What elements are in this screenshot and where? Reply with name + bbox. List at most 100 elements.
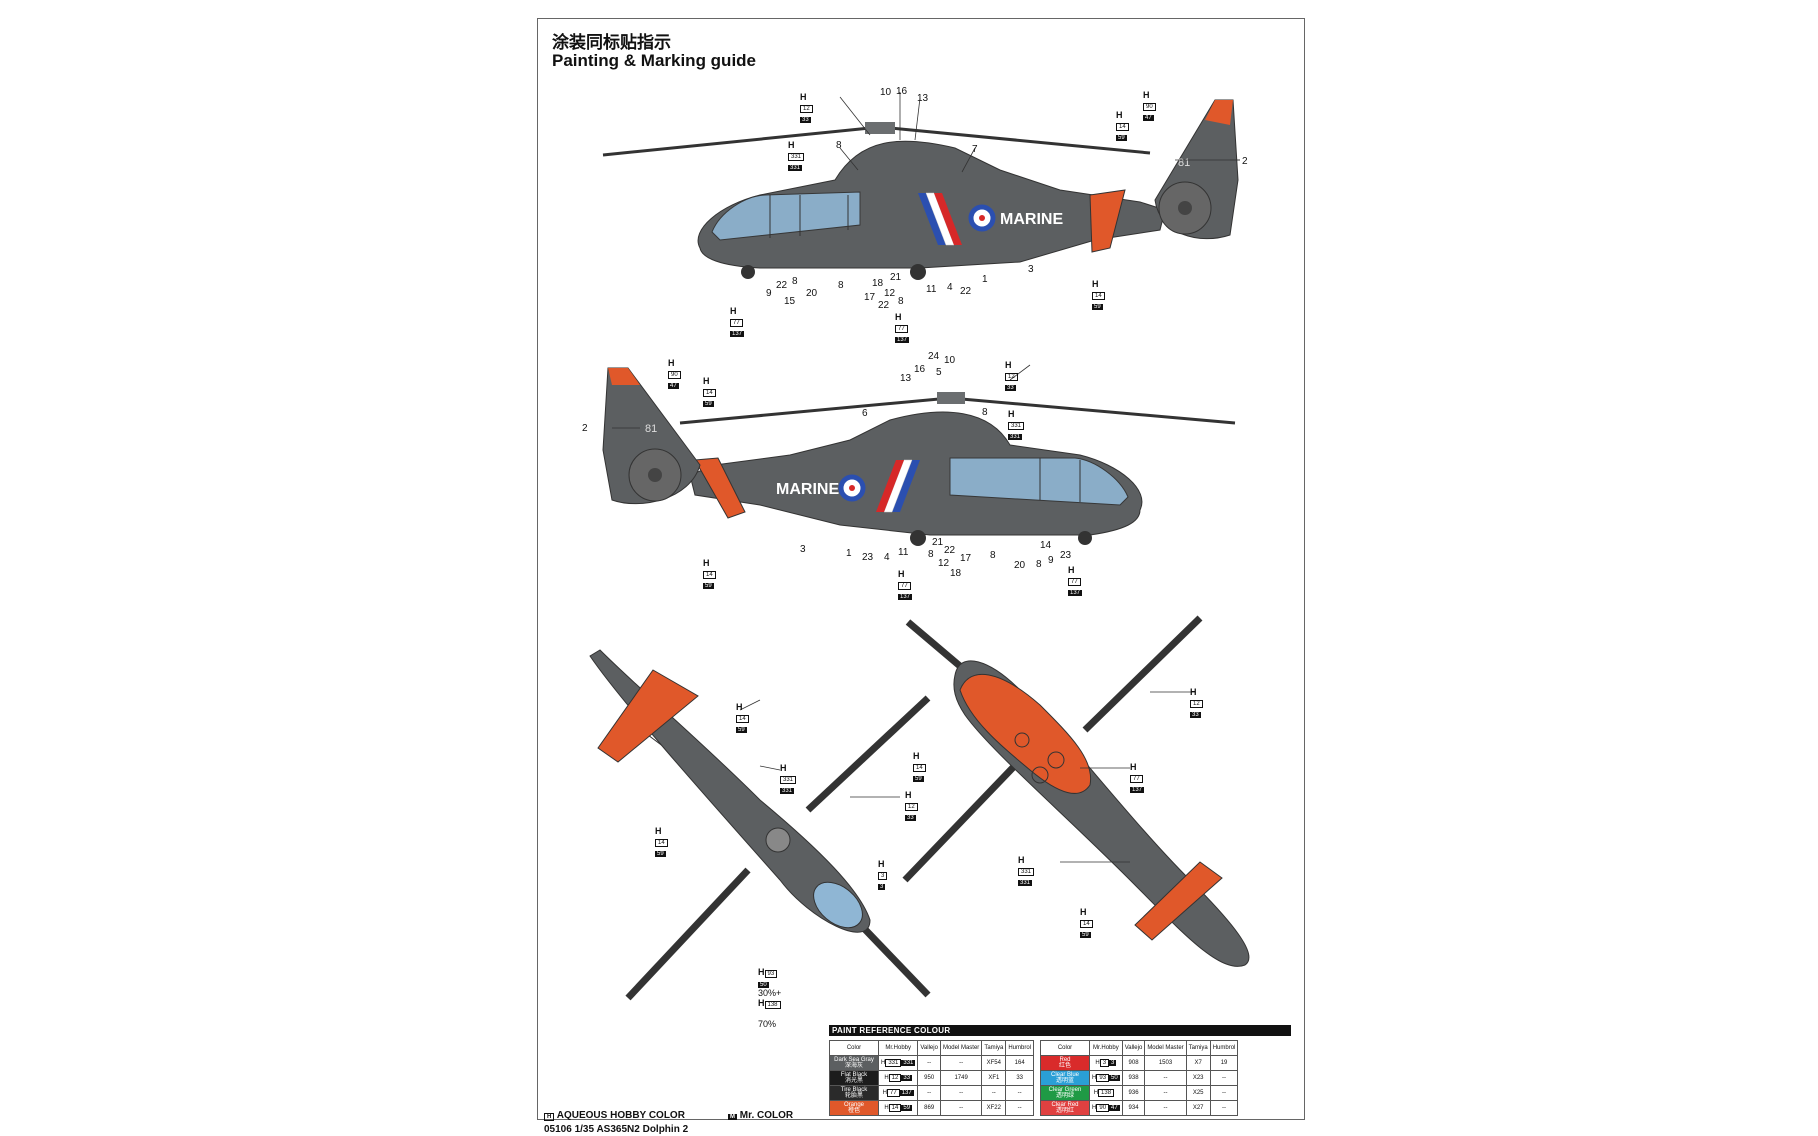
color-tag: H1233 xyxy=(800,92,813,123)
paint-code: 33 xyxy=(1005,1070,1035,1086)
color-tag: H1459 xyxy=(1092,279,1105,310)
paint-code: -- xyxy=(939,1085,983,1101)
callout: 17 xyxy=(960,553,972,564)
callout: 17 xyxy=(864,292,876,303)
callout: 8 xyxy=(982,407,988,418)
callout: 2 xyxy=(1242,156,1248,167)
callout: 11 xyxy=(926,284,937,295)
color-tag: H331331 xyxy=(780,763,797,794)
callout: 9 xyxy=(766,288,772,299)
rotor-hub xyxy=(765,827,791,853)
stabilizer-bottom xyxy=(1134,861,1223,941)
marine-text: MARINE xyxy=(1000,211,1063,228)
callout: 18 xyxy=(950,568,962,579)
color-tag: H77137 xyxy=(898,569,913,600)
callouts-side2: 24 10 16 5 13 8 6 2 3 1 23 4 11 8 21 12 … xyxy=(582,351,1072,579)
legend-h: H AQUEOUS HOBBY COLOR xyxy=(544,1110,685,1121)
paint-code: 938 xyxy=(1121,1070,1146,1086)
stabilizer-top xyxy=(597,669,699,763)
paint-code: -- xyxy=(1144,1085,1187,1101)
callout: 3 xyxy=(800,544,806,555)
paint-code: -- xyxy=(1209,1070,1239,1086)
paint-code: XF1 xyxy=(981,1070,1007,1086)
tail-number: 81 xyxy=(1178,157,1190,169)
paint-code: 19 xyxy=(1209,1055,1239,1071)
paint-code: -- xyxy=(1005,1085,1035,1101)
paint-code: 908 xyxy=(1121,1055,1146,1071)
title-english: Painting & Marking guide xyxy=(552,51,757,70)
paint-code: 936 xyxy=(1121,1085,1146,1101)
paint-code: -- xyxy=(917,1055,941,1071)
callout: 8 xyxy=(838,280,844,291)
color-tag: H77137 xyxy=(1068,565,1083,596)
callout: 3 xyxy=(1028,264,1034,275)
callout: 23 xyxy=(862,552,874,563)
color-tag: H9047 xyxy=(668,358,681,389)
callout: 16 xyxy=(896,86,908,97)
color-tag: H1233 xyxy=(1190,687,1203,718)
color-tag: H1459 xyxy=(1080,907,1093,938)
callout: 11 xyxy=(898,547,909,558)
callout: 2 xyxy=(582,423,588,434)
callout: 8 xyxy=(898,296,904,307)
paint-code: -- xyxy=(981,1085,1007,1101)
main-rotor-blade xyxy=(949,396,1236,425)
color-tag: H1459 xyxy=(913,751,926,782)
paint-code: -- xyxy=(1144,1070,1187,1086)
callout: 10 xyxy=(944,355,956,366)
paint-code: X7 xyxy=(1185,1055,1211,1071)
color-tag: H1459 xyxy=(736,702,749,733)
main-rotor-blade xyxy=(879,125,1151,155)
side-view-right: MARINE 81 xyxy=(602,367,1236,546)
callout: 15 xyxy=(784,296,796,307)
callout: 13 xyxy=(917,93,929,104)
paint-code: X23 xyxy=(1185,1070,1211,1086)
callout: 8 xyxy=(1036,559,1042,570)
color-tag: H331331 xyxy=(1018,855,1035,886)
callout: 4 xyxy=(947,282,953,293)
callout: 14 xyxy=(1040,540,1052,551)
color-tag: H1233 xyxy=(1005,360,1018,391)
callout: 21 xyxy=(890,272,902,283)
nose-wheel xyxy=(741,265,755,279)
color-tag: H1233 xyxy=(905,790,918,821)
color-tag: H77137 xyxy=(1130,762,1145,793)
table-title: PAINT REFERENCE COLOUR xyxy=(829,1025,1291,1036)
leader-lines xyxy=(612,92,1240,863)
callout: 5 xyxy=(936,367,942,378)
callout: 4 xyxy=(884,552,890,563)
main-wheel xyxy=(910,264,926,280)
callout: 12 xyxy=(884,288,896,299)
callout: 13 xyxy=(900,373,912,384)
callout: 1 xyxy=(982,274,988,285)
main-rotor-blade xyxy=(602,125,881,157)
paint-code: XF22 xyxy=(981,1100,1007,1116)
cockpit-glass xyxy=(813,881,863,929)
color-tag: H9047 xyxy=(1143,90,1156,121)
fuselage xyxy=(689,411,1143,536)
color-tag: H331331 xyxy=(788,140,805,171)
callout: 10 xyxy=(880,87,892,98)
paint-code: -- xyxy=(1144,1100,1187,1116)
paint-code: -- xyxy=(917,1085,941,1101)
callout: 22 xyxy=(944,545,956,556)
fin-tip xyxy=(608,368,640,385)
